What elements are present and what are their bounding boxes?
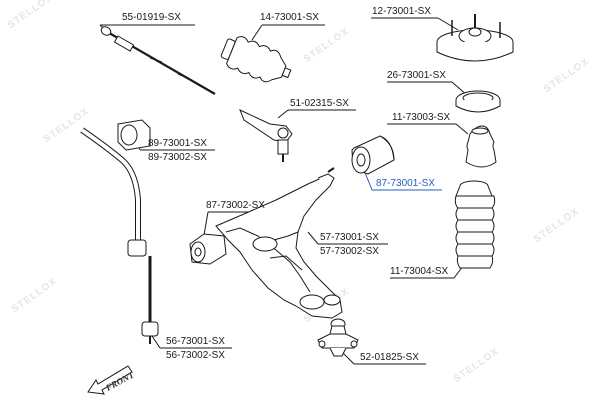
part-label-strut-bearing[interactable]: 26-73001-SX [387, 70, 446, 81]
part-label-control-arm-1[interactable]: 57-73001-SX [320, 232, 379, 243]
part-label-inner-tie-rod[interactable]: 55-01919-SX [122, 12, 181, 23]
part-label-stabilizer-bushing-2[interactable]: 89-73002-SX [148, 152, 207, 163]
ball-joint-drawing [317, 318, 359, 357]
part-label-control-arm-bushing[interactable]: 87-73001-SX [376, 178, 435, 189]
part-label-ball-joint[interactable]: 52-01825-SX [360, 352, 419, 363]
part-label-stabilizer-link-1[interactable]: 56-73001-SX [166, 336, 225, 347]
strut-dust-boot-drawing [454, 180, 496, 269]
inner-tie-rod-drawing [100, 26, 216, 95]
strut-top-mount-drawing [436, 14, 514, 62]
part-label-stabilizer-link-2[interactable]: 56-73002-SX [166, 350, 225, 361]
steering-boot-drawing [220, 36, 292, 83]
part-label-stabilizer-bushing-1[interactable]: 89-73001-SX [148, 138, 207, 149]
stabilizer-bushing-drawing [117, 119, 151, 151]
bump-stop-drawing [465, 125, 497, 168]
part-label-strut-mount[interactable]: 12-73001-SX [372, 6, 431, 17]
control-arm-bushing-drawing [351, 135, 395, 175]
stabilizer-link-drawing [127, 239, 159, 344]
lower-control-arm-drawing [215, 167, 343, 319]
part-label-bump-stop[interactable]: 11-73003-SX [392, 112, 451, 123]
part-label-dust-boot[interactable]: 11-73004-SX [390, 266, 449, 277]
strut-bearing-drawing [455, 90, 501, 113]
stabilizer-bar-drawing [80, 127, 141, 240]
tie-rod-end-drawing [239, 109, 293, 162]
part-label-control-arm-2[interactable]: 57-73002-SX [320, 246, 379, 257]
part-label-tie-rod-end[interactable]: 51-02315-SX [290, 98, 349, 109]
front-arrow-icon [87, 365, 133, 395]
part-label-rear-arm-bushing[interactable]: 87-73002-SX [206, 200, 265, 211]
part-label-steering-boot[interactable]: 14-73001-SX [260, 12, 319, 23]
rear-arm-bushing-drawing [189, 233, 227, 265]
